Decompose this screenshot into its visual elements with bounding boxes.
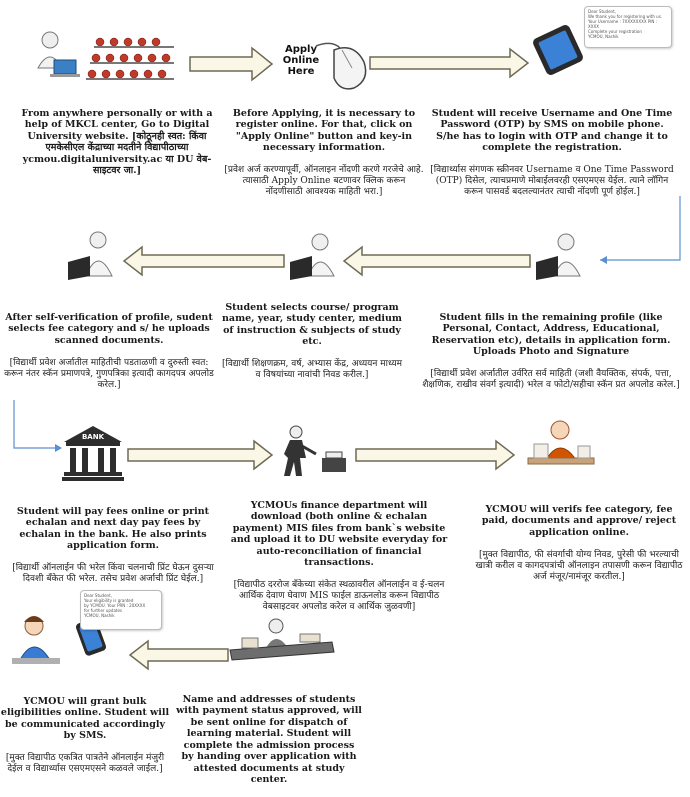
caption-text: YCMOUs finance department will download … — [230, 499, 448, 569]
sms-bubble: Dear Student, We thank you for registeri… — [584, 6, 672, 48]
caption-marathi: [मुक्त विद्यापीठ, फी संवर्गाची योग्य निव… — [475, 549, 683, 582]
person-at-computer-icon — [290, 233, 335, 280]
person-at-laptop-with-crowd-icon — [37, 31, 174, 80]
flow-connector — [13, 400, 62, 452]
desk-with-materials-icon — [229, 618, 335, 661]
flow-arrow — [342, 245, 531, 277]
bank-label: BANK — [82, 433, 105, 441]
caption-marathi: [विद्यार्थी शिक्षणक्रम, वर्ष, अभ्यास कें… — [222, 359, 402, 380]
flow-arrow — [127, 439, 274, 471]
flow-arrow — [189, 46, 274, 82]
caption-text: Name and addresses of students with paym… — [176, 693, 362, 786]
step-caption-receive-otp: Student will receive Username and One Ti… — [430, 96, 674, 210]
person-at-desk-with-files-icon — [527, 420, 595, 465]
caption-marathi: [विद्यापीठ दररोज बँकेच्या संकेत स्थळावरी… — [233, 580, 445, 612]
caption-text: Student fills in the remaining profile (… — [431, 311, 671, 358]
caption-text: Before Applying, it is necessary to regi… — [232, 107, 416, 154]
caption-text: YCMOU will verifs fee category, fee paid… — [481, 503, 677, 538]
caption-marathi: [विद्यार्थ्यास संगणक स्क्रीनवर Username … — [430, 165, 674, 197]
person-with-printer-icon — [284, 425, 346, 476]
caption-marathi: [विद्यार्थी प्रवेश अर्जातील उर्वरित सर्व… — [422, 369, 680, 390]
step-caption-visit-website: From anywhere personally or with a help … — [14, 96, 220, 188]
caption-text: Student selects course/ program name, ye… — [222, 301, 402, 348]
flow-arrow — [128, 639, 229, 671]
caption-text: Student will pay fees online or print ec… — [16, 505, 210, 552]
flow-arrow — [369, 47, 530, 79]
caption-marathi: [विद्यार्थी ऑनलाईन फी भरेल किंवा चलनाची … — [12, 563, 214, 584]
caption-marathi: [मुक्त विद्यापीठ एकत्रित पात्रतेने ऑनलाई… — [5, 753, 165, 774]
admission-flow-diagram: Apply Online Here Dear Student, We thank… — [1, 6, 686, 785]
apply-online-label: Apply Online Here — [282, 44, 320, 77]
step-caption-dispatch-material: Name and addresses of students with paym… — [176, 682, 362, 797]
step-caption-fill-profile: Student fills in the remaining profile (… — [416, 300, 686, 403]
bank-building-icon: BANK — [62, 426, 124, 481]
flow-arrow — [122, 245, 285, 277]
step-caption-pay-fees: Student will pay fees online or print ec… — [8, 494, 218, 597]
person-at-computer-icon — [536, 233, 581, 280]
step-caption-select-course: Student selects course/ program name, ye… — [222, 290, 402, 393]
flow-arrow — [355, 439, 516, 471]
caption-text: After self-verification of profile, sude… — [5, 311, 213, 346]
mouse-icon — [315, 42, 367, 90]
caption-marathi: [विद्यार्थी प्रवेश अर्जातील माहितीची पडत… — [4, 357, 214, 390]
step-caption-finance-reconcile: YCMOUs finance department will download … — [226, 488, 452, 625]
flow-connector — [600, 196, 681, 264]
step-caption-grant-eligibility: YCMOU will grant bulk eligibilities onli… — [0, 684, 170, 787]
caption-marathi: [प्रवेश अर्ज करण्यापूर्वी, ऑनलाइन नोंदणी… — [224, 165, 424, 197]
sms-bubble: Dear Student, Your eligibility is grante… — [80, 590, 162, 630]
caption-text: From anywhere personally or with a help … — [21, 107, 213, 177]
step-caption-verify-approve: YCMOU will verifs fee category, fee paid… — [472, 492, 686, 594]
person-at-computer-icon — [68, 231, 113, 280]
caption-text: Student will receive Username and One Ti… — [431, 107, 673, 154]
mobile-phone-icon — [533, 25, 583, 75]
step-caption-apply-online: Before Applying, it is necessary to regi… — [224, 96, 424, 210]
step-caption-upload-documents: After self-verification of profile, sude… — [4, 300, 214, 402]
caption-text: YCMOU will grant bulk eligibilities onli… — [0, 695, 170, 742]
